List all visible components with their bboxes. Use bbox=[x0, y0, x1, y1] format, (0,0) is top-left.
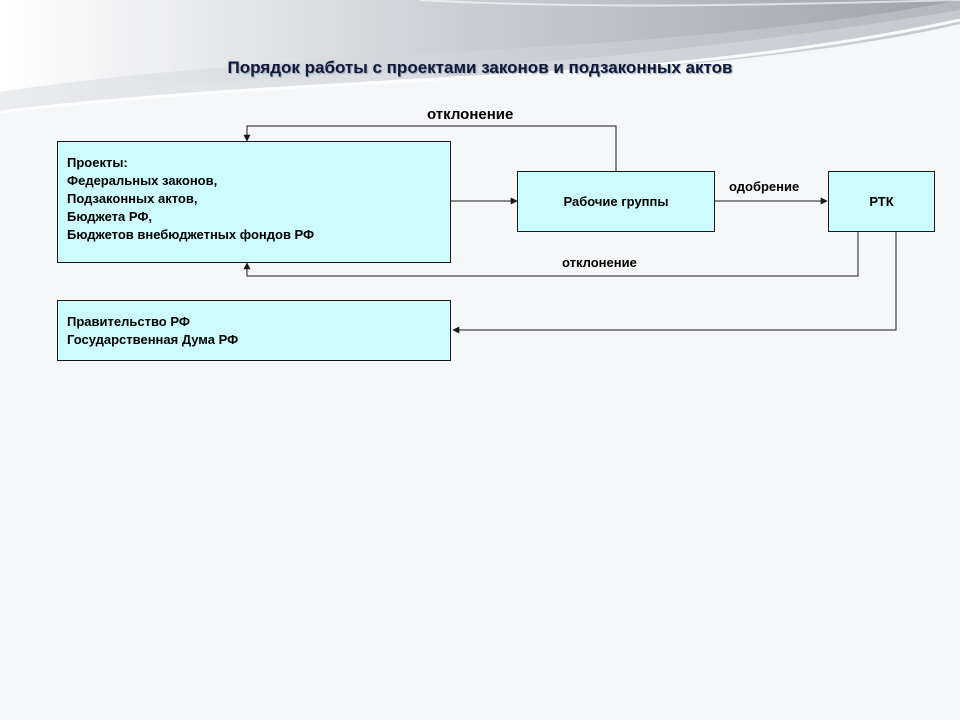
government-line: Правительство РФ bbox=[67, 314, 190, 329]
projects-line: Федеральных законов, bbox=[67, 173, 218, 188]
rejection-top-label: отклонение bbox=[427, 106, 514, 123]
rejection-bottom-label: отклонение bbox=[562, 255, 637, 270]
projects-box: Проекты: Федеральных законов, Подзаконны… bbox=[57, 141, 451, 263]
arrow-rejection-bottom bbox=[243, 232, 859, 277]
government-line: Государственная Дума РФ bbox=[67, 332, 239, 347]
projects-line: Проекты: bbox=[67, 155, 128, 170]
arrow-rtk-to-government bbox=[452, 232, 897, 334]
government-box: Правительство РФ Государственная Дума РФ bbox=[57, 300, 451, 361]
projects-line: Подзаконных актов, bbox=[67, 191, 198, 206]
projects-line: Бюджетов внебюджетных фондов РФ bbox=[67, 227, 315, 242]
page-title: Порядок работы с проектами законов и под… bbox=[227, 58, 733, 77]
working-groups-box: Рабочие группы bbox=[517, 171, 715, 232]
rtk-label: РТК bbox=[869, 193, 894, 209]
projects-line: Бюджета РФ, bbox=[67, 209, 153, 224]
arrow-rejection-top bbox=[243, 125, 617, 171]
rtk-box: РТК bbox=[828, 171, 935, 232]
approval-label: одобрение bbox=[729, 179, 800, 194]
working-groups-label: Рабочие группы bbox=[563, 193, 669, 209]
